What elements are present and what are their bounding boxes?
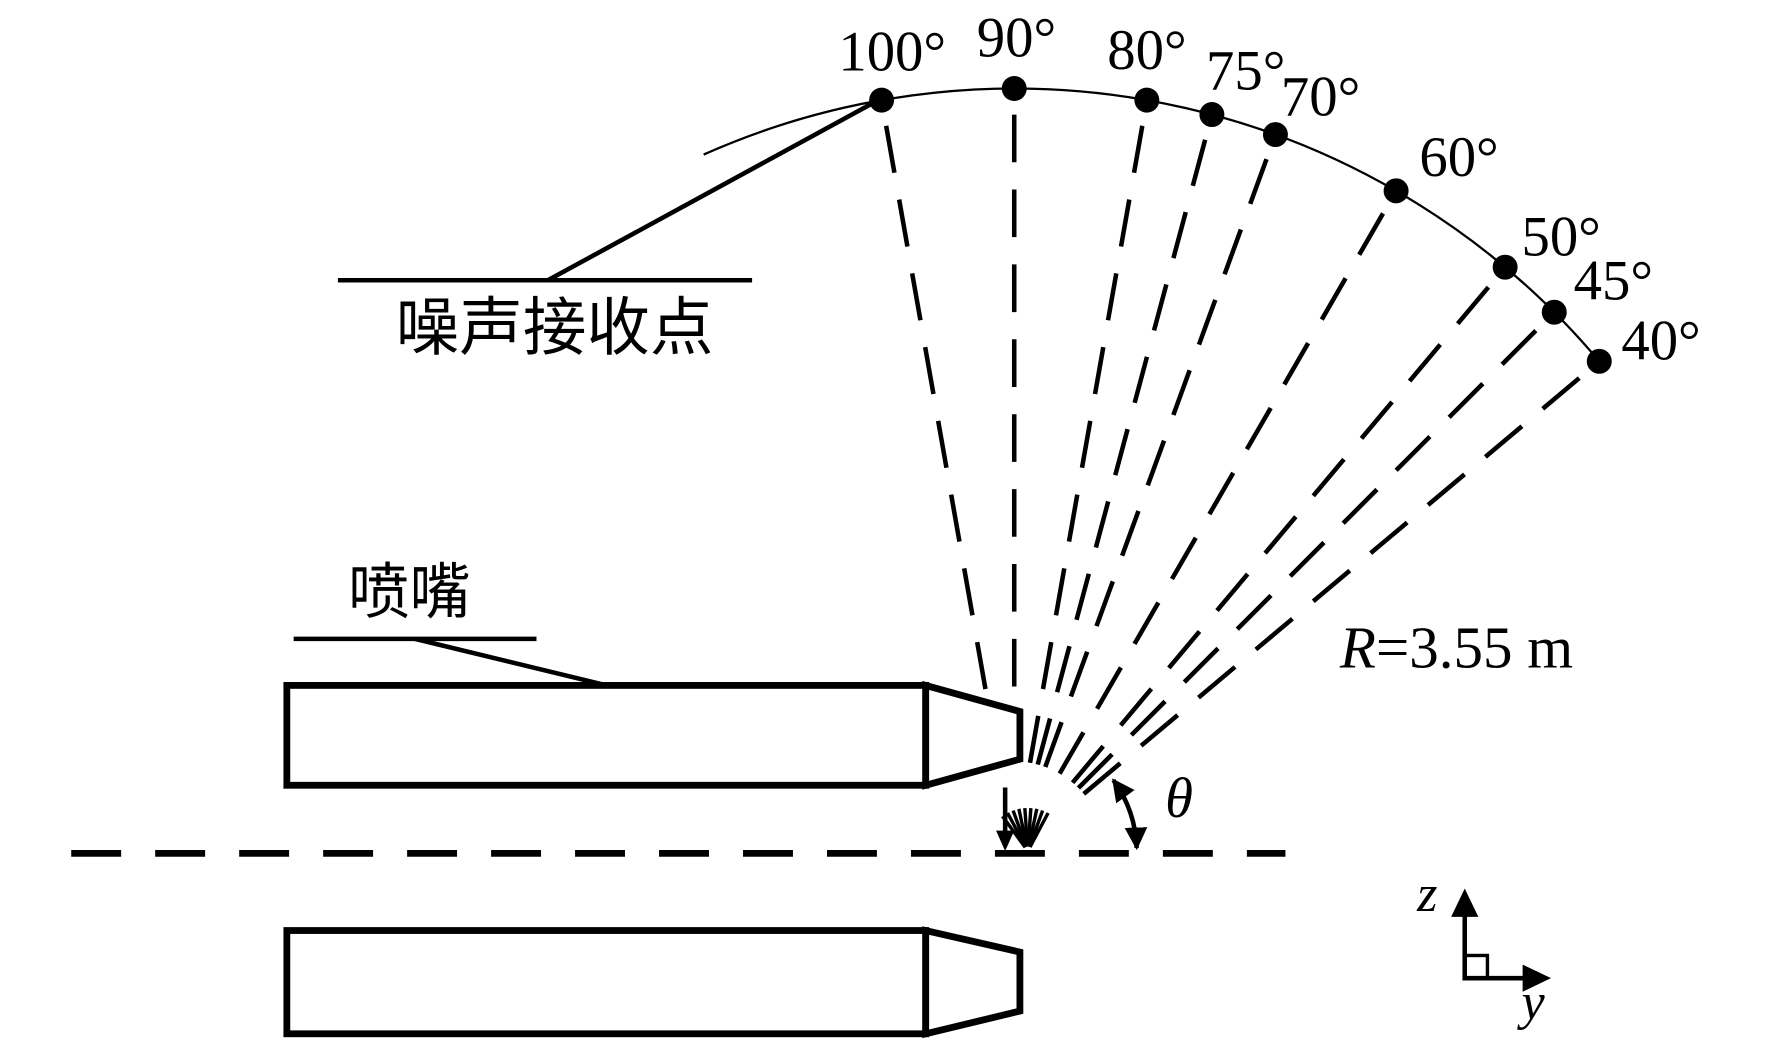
nozzle-callout-leader: [414, 636, 603, 687]
upper-nozzle: [283, 680, 1024, 790]
angle-label-70: 70°: [1281, 66, 1360, 129]
radius-value: =3.55 m: [1376, 614, 1573, 680]
y-axis-arrowhead: [1522, 964, 1551, 992]
receiver-point-75: [1199, 102, 1225, 128]
receiver-point-40: [1586, 348, 1612, 374]
angle-label-45: 45°: [1574, 250, 1653, 313]
upper-nozzle-body: [283, 682, 930, 789]
radial-line-70: [1034, 158, 1269, 792]
nozzle-label: 喷嘴: [348, 557, 471, 628]
upper-nozzle-tip: [922, 680, 1024, 790]
radial-line-45: [1059, 329, 1538, 808]
angle-label-100: 100°: [838, 20, 946, 83]
receiver-points: [869, 76, 1612, 374]
nozzle-callout: 喷嘴: [293, 557, 603, 687]
receiver-points-callout: 噪声接收点: [337, 100, 876, 365]
radial-line-100: [883, 125, 1006, 788]
receiver-point-60: [1383, 178, 1409, 204]
angle-label-40: 40°: [1621, 310, 1700, 373]
receiver-arc: [703, 87, 1601, 363]
receiver-point-70: [1262, 122, 1288, 148]
radius-annotation: R=3.55 m: [1339, 614, 1573, 680]
radial-line-75: [1029, 139, 1208, 790]
angle-label-60: 60°: [1419, 126, 1498, 189]
theta-dimension-arc: [1111, 778, 1148, 851]
radius-symbol: R: [1339, 614, 1376, 680]
axes-indicator: z y: [1416, 865, 1551, 1031]
lower-nozzle-tip: [922, 926, 1024, 1039]
receiver-point-100: [869, 87, 895, 113]
z-axis-label: z: [1416, 865, 1437, 923]
receiver-point-90: [1001, 76, 1027, 101]
angle-labels: 100° 90° 80° 75° 70° 60° 50° 45° 40°: [838, 7, 1700, 373]
right-angle-marker: [1463, 953, 1490, 980]
z-axis-arrowhead: [1451, 888, 1479, 917]
angle-label-80: 80°: [1107, 19, 1186, 82]
y-axis-label: y: [1516, 973, 1545, 1031]
angle-label-75: 75°: [1206, 40, 1285, 103]
origin-down-arrowhead: [996, 830, 1015, 852]
receiver-point-80: [1134, 87, 1160, 113]
radial-line-60: [1045, 212, 1386, 797]
receiver-callout-leader: [546, 100, 876, 283]
radial-lines: [883, 114, 1581, 812]
receiver-points-label: 噪声接收点: [396, 291, 714, 365]
angle-label-50: 50°: [1521, 205, 1600, 268]
theta-label: θ: [1165, 767, 1193, 830]
angle-label-90: 90°: [977, 7, 1056, 70]
radial-line-80: [1023, 125, 1145, 788]
radial-line-50: [1054, 285, 1491, 804]
receiver-point-50: [1492, 254, 1518, 280]
radial-line-40: [1063, 376, 1581, 812]
origin-down-arrow: [996, 787, 1015, 852]
lower-nozzle-body: [283, 927, 930, 1038]
lower-nozzle: [283, 926, 1024, 1039]
receiver-point-45: [1541, 299, 1567, 325]
